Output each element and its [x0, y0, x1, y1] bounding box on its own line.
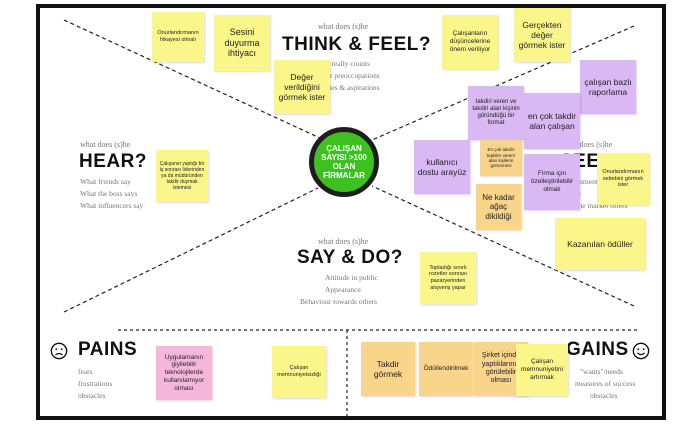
sticky-note-text: En çok takdiri tepkiler veren/ alan kişi… — [486, 147, 516, 169]
sticky-note-text: en çok takdir alan çalışan — [527, 110, 577, 131]
sticky-note[interactable]: Uygulamanın giyilebilir teknolojilerde k… — [156, 346, 212, 400]
sticky-note-text: çalışan bazlı raporlama — [584, 76, 632, 97]
gains-line-2: measures of success — [575, 379, 636, 388]
sticky-note-text: Topladığı sınırlı rozetler sonrası pazar… — [429, 264, 467, 291]
sticky-note[interactable]: Ne kadar ağaç dikildiği — [476, 184, 521, 230]
sticky-note[interactable]: Onurlandırmanın hikayesi olmalı — [152, 12, 204, 62]
sticky-note-text: Kazanılan ödüller — [567, 238, 633, 249]
center-persona: ÇALIŞAN SAYISI >100 OLAN FİRMALAR — [309, 127, 379, 197]
sticky-note-text: Ne kadar ağaç dikildiği — [482, 192, 515, 221]
center-label: ÇALIŞAN SAYISI >100 OLAN FİRMALAR — [321, 143, 367, 181]
sticky-note[interactable]: takdiri veren ve takdiri alan kişinin gö… — [468, 86, 524, 140]
see-line-3: what the market offers — [560, 201, 628, 210]
say-line-3: Behaviour towards others — [300, 297, 378, 306]
sticky-note[interactable]: Takdir görmek — [361, 342, 415, 396]
sticky-note-text: Onurlandırmanın sebebini görmek ister — [602, 169, 644, 189]
sticky-note-text: Onurlandırmanın hikayesi olmalı — [157, 30, 199, 43]
sticky-note[interactable]: Ödüllendirilmek — [419, 342, 473, 396]
sticky-note-text: Çalışanların düşüncelerine önem veriliyo… — [449, 30, 491, 53]
say-small-label: what does (s)he — [318, 237, 369, 246]
think-line-3: worries & aspirations — [315, 83, 380, 92]
think-small-label: what does (s)he — [318, 22, 369, 31]
pains-line-2: frustrations — [78, 379, 113, 388]
pains-line-3: obstacles — [78, 391, 106, 400]
think-line-2: major preoccupations — [315, 71, 380, 80]
say-title: SAY & DO? — [297, 247, 403, 268]
empathy-map-frame — [36, 4, 666, 420]
sticky-note-text: Takdir görmek — [373, 358, 403, 379]
pains-title: PAINS — [78, 339, 138, 360]
sticky-note-text: takdiri veren ve takdiri alan kişinin gö… — [472, 98, 520, 127]
sticky-note[interactable]: Çalışan memnuniyetsizliği — [272, 346, 326, 398]
gains-title: GAINS — [566, 339, 629, 360]
sticky-note-text: Uygulamanın giyilebilir teknolojilerde k… — [163, 353, 205, 392]
hear-small-label: what does (s)he — [80, 140, 131, 149]
sticky-note[interactable]: Topladığı sınırlı rozetler sonrası pazar… — [420, 252, 476, 304]
sticky-note-text: Gerçekten değer görmek ister — [518, 19, 566, 51]
hear-title: HEAR? — [79, 151, 147, 172]
sticky-note-text: Çalışan memnuniyetsizliği — [277, 365, 321, 378]
think-line-1: what really counts — [315, 59, 370, 68]
sticky-note[interactable]: çalışan bazlı raporlama — [580, 60, 636, 114]
happy-face-icon — [632, 342, 650, 360]
sad-face-icon — [50, 342, 68, 360]
sticky-note-text: Şirket içinde yaptıklarının görülebilir … — [481, 352, 521, 385]
sticky-note[interactable]: en çok takdir alan çalışan — [524, 93, 580, 149]
pains-line-1: fears — [78, 367, 93, 376]
sticky-note-text: Firma için özelleştirilebilir olmalı — [530, 170, 574, 193]
sticky-note[interactable]: En çok takdiri tepkiler veren/ alan kişi… — [480, 140, 522, 176]
see-small-label: what does (s)he — [562, 140, 613, 149]
sticky-note-text: Çalışan memnuniyetini artırmak — [521, 358, 563, 381]
sticky-note[interactable]: Onurlandırmanın sebebini görmek ister — [597, 153, 649, 205]
sticky-note[interactable]: Çalışan memnuniyetini artırmak — [516, 344, 568, 396]
sticky-note[interactable]: Çalışanların düşüncelerine önem veriliyo… — [442, 15, 498, 69]
sticky-note[interactable]: Sesini duyurma ihtiyacı — [214, 15, 270, 71]
hear-line-3: What influencers say — [80, 201, 144, 210]
sticky-note-text: Sesini duyurma ihtiyacı — [224, 26, 260, 59]
sticky-note[interactable]: Kazanılan ödüller — [555, 218, 645, 270]
sticky-note[interactable]: Firma için özelleştirilebilir olmalı — [524, 154, 580, 210]
hear-line-1: What friends say — [80, 177, 131, 186]
gains-line-1: "wants"/needs — [580, 367, 623, 376]
sticky-note-text: Ödüllendirilmek — [423, 365, 469, 373]
think-title: THINK & FEEL? — [282, 34, 431, 55]
sticky-note[interactable]: Değer verildiğini görmek ister — [274, 60, 330, 114]
say-line-1: Attitude in public — [325, 273, 378, 282]
sticky-note-text: Çalışanın yaptığı bir iş sonrası liderin… — [159, 161, 205, 191]
gains-line-3: obstacles — [590, 391, 618, 400]
sticky-note-text: Değer verildiğini görmek ister — [278, 71, 326, 103]
sticky-note[interactable]: kullanıcı dostu arayüz — [414, 140, 470, 194]
say-line-2: Appearance — [325, 285, 361, 294]
sticky-note-text: kullanıcı dostu arayüz — [417, 156, 467, 177]
hear-line-2: What the boss says — [80, 189, 138, 198]
sticky-note[interactable]: Çalışanın yaptığı bir iş sonrası liderin… — [156, 150, 208, 202]
sticky-note[interactable]: Gerçekten değer görmek ister — [514, 8, 570, 62]
